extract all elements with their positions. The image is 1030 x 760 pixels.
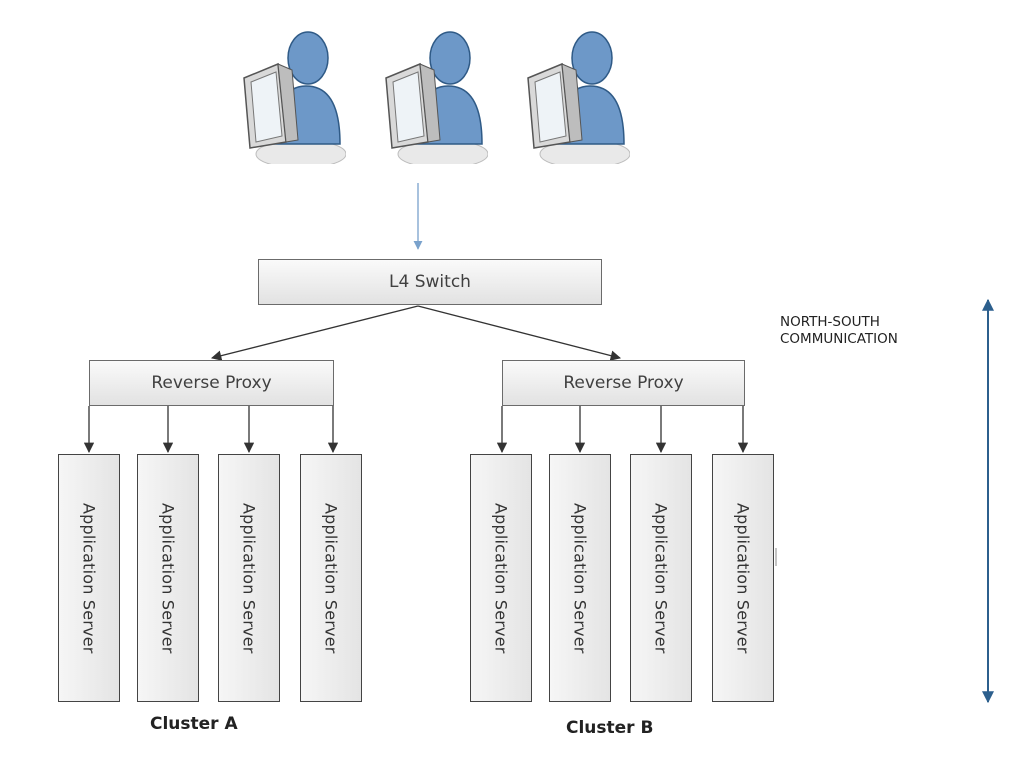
north-south-label: NORTH-SOUTH COMMUNICATION — [780, 314, 980, 348]
application-server-label: Application Server — [158, 502, 178, 654]
application-server: Application Server — [549, 454, 611, 702]
application-server: Application Server — [137, 454, 199, 702]
switch-to-proxy-a-arrow — [210, 305, 419, 361]
reverse-proxy-cluster-b: Reverse Proxy — [502, 360, 745, 406]
north-south-label-line2: COMMUNICATION — [780, 331, 898, 347]
application-server: Application Server — [712, 454, 774, 702]
application-server-label: Application Server — [491, 502, 511, 654]
application-server-label: Application Server — [321, 502, 341, 654]
application-server: Application Server — [58, 454, 120, 702]
application-server-label: Application Server — [651, 502, 671, 654]
switch-to-proxy-b-arrow — [417, 305, 622, 361]
application-server-label: Application Server — [239, 502, 259, 654]
reverse-proxy-label: Reverse Proxy — [563, 373, 684, 393]
cluster-a-label: Cluster A — [150, 714, 238, 734]
application-server-label: Application Server — [733, 502, 753, 654]
north-south-label-line1: NORTH-SOUTH — [780, 314, 880, 330]
application-server-label: Application Server — [570, 502, 590, 654]
l4-switch-label: L4 Switch — [389, 272, 471, 292]
application-server: Application Server — [470, 454, 532, 702]
application-server: Application Server — [218, 454, 280, 702]
application-server-label: Application Server — [79, 502, 99, 654]
user-workstation-icon — [527, 31, 630, 164]
user-workstation-icon — [243, 31, 346, 164]
reverse-proxy-cluster-a: Reverse Proxy — [89, 360, 334, 406]
user-workstation-icon — [385, 31, 488, 164]
l4-switch: L4 Switch — [258, 259, 602, 305]
application-server: Application Server — [300, 454, 362, 702]
cluster-b-label: Cluster B — [566, 718, 654, 738]
reverse-proxy-label: Reverse Proxy — [151, 373, 272, 393]
application-server: Application Server — [630, 454, 692, 702]
